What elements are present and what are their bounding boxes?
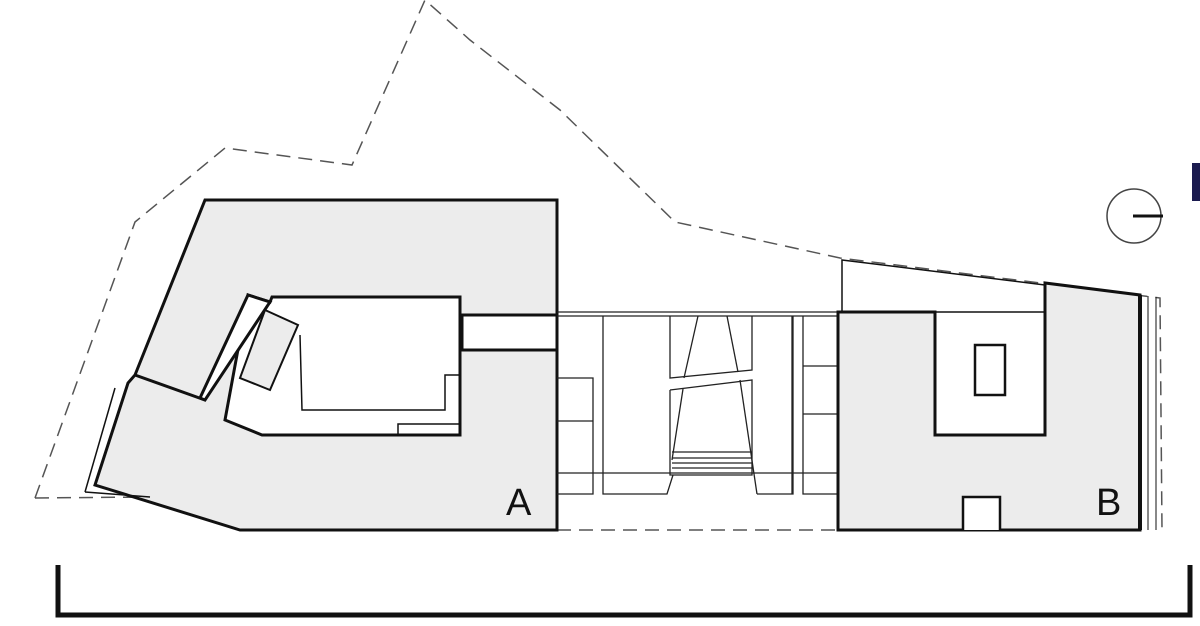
building-a-label: A (506, 482, 532, 524)
north-arrow-icon (1106, 188, 1163, 244)
skylight-b (973, 343, 1007, 397)
building-b (836, 259, 1157, 532)
door-b (961, 495, 1002, 530)
accent-mark (1192, 163, 1200, 201)
building-a (84, 198, 559, 532)
building-b-label: B (1096, 482, 1122, 524)
site-boundary (34, 0, 1163, 531)
central-courtyard (557, 311, 838, 495)
passage-a (460, 313, 559, 352)
dimension-bracket (55, 565, 1193, 618)
